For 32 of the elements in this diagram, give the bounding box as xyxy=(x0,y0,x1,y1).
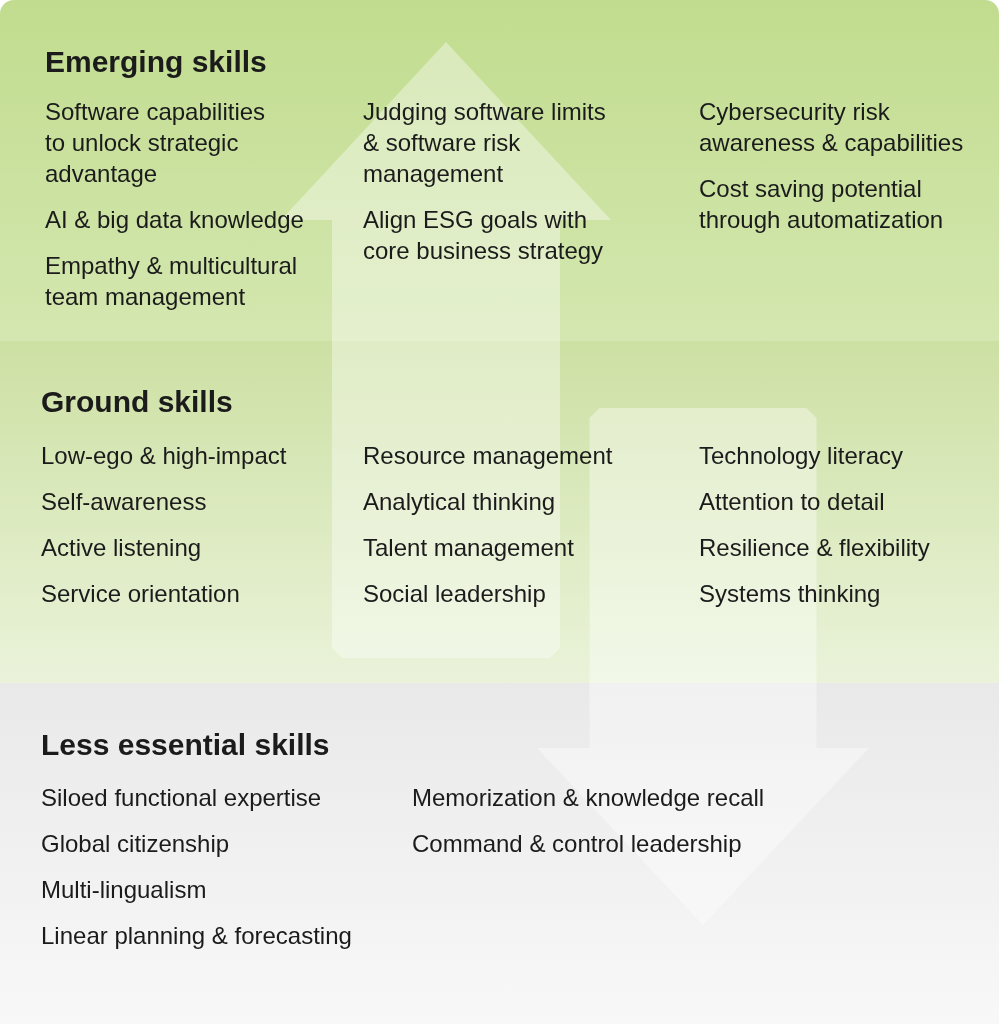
skill-item: Resilience & flexibility xyxy=(699,532,931,563)
skill-item: Self-awareness xyxy=(41,486,208,517)
section-heading: Emerging skills xyxy=(45,44,267,80)
section-band xyxy=(0,683,999,1024)
skill-item: Global citizenship xyxy=(41,828,231,859)
section-heading: Less essential skills xyxy=(41,727,330,763)
section-band xyxy=(0,0,999,341)
skill-item: Linear planning & forecasting xyxy=(41,920,353,951)
skill-item: Command & control leadership xyxy=(412,828,743,859)
skill-item: Software capabilities to unlock strategic advantage xyxy=(45,97,267,189)
block-arrow xyxy=(281,42,611,658)
skill-item: Siloed functional expertise xyxy=(41,782,323,813)
section-band xyxy=(0,341,999,683)
skill-item: Resource management xyxy=(363,440,614,471)
skill-item: Cost saving potential through automatization xyxy=(699,174,945,235)
skill-item: Multi-lingualism xyxy=(41,874,208,905)
skill-item: Systems thinking xyxy=(699,578,882,609)
skill-item: Align ESG goals with core business strategy xyxy=(363,205,605,266)
skill-item: Social leadership xyxy=(363,578,547,609)
skill-item: Attention to detail xyxy=(699,486,886,517)
section-heading: Ground skills xyxy=(41,384,233,420)
skill-item: Active listening xyxy=(41,532,203,563)
skill-item: Empathy & multicultural team management xyxy=(45,251,299,312)
skill-item: Cybersecurity risk awareness & capabilities xyxy=(699,97,965,158)
skill-item: Technology literacy xyxy=(699,440,905,471)
skill-item: Judging software limits & software risk management xyxy=(363,97,607,189)
skill-item: Talent management xyxy=(363,532,575,563)
skill-item: Low-ego & high-impact xyxy=(41,440,288,471)
skill-item: Analytical thinking xyxy=(363,486,557,517)
skill-item: Memorization & knowledge recall xyxy=(412,782,766,813)
skill-item: Service orientation xyxy=(41,578,241,609)
skill-item: AI & big data knowledge xyxy=(45,205,305,235)
